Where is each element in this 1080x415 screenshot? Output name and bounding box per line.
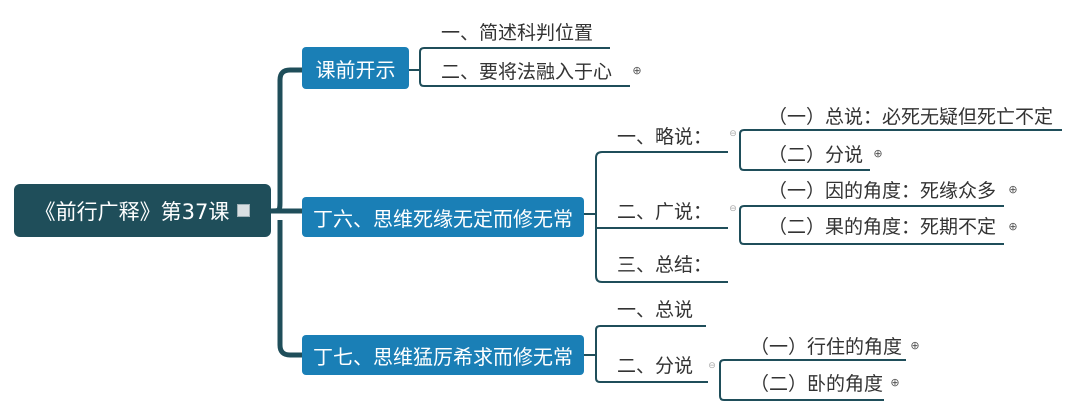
topic-general[interactable]: 一、总说 <box>617 299 694 321</box>
topic-general-statement[interactable]: （一）总说：必死无疑但死亡不定 <box>768 106 1054 128</box>
branch-label: 丁六、思维死缘无定而修无常 <box>313 206 573 231</box>
branch-pre-lecture[interactable]: 课前开示 <box>302 47 409 89</box>
topic-brief[interactable]: 一、略说： <box>617 126 713 148</box>
branch-ding-seven[interactable]: 丁七、思维猛厉希求而修无常 <box>302 335 584 375</box>
plus-circle-icon[interactable]: ⊕ <box>910 339 920 352</box>
branch-ding-six[interactable]: 丁六、思维死缘无定而修无常 <box>302 197 584 237</box>
plus-circle-icon[interactable]: ⊕ <box>873 147 883 160</box>
plus-circle-icon[interactable]: ⊕ <box>890 376 900 389</box>
root-label: 《前行广释》第37课 <box>34 199 230 224</box>
root-node[interactable]: 《前行广释》第37课 <box>14 184 271 237</box>
topic-cause-angle[interactable]: （一）因的角度：死缘众多 <box>768 180 997 202</box>
topic-separate-statement[interactable]: （二）分说 <box>768 144 864 166</box>
topic-separate[interactable]: 二、分说 <box>617 355 694 377</box>
branch-label: 丁七、思维猛厉希求而修无常 <box>313 344 573 369</box>
topic-integrate-dharma[interactable]: 二、要将法融入于心 <box>441 61 613 83</box>
note-icon[interactable] <box>237 204 251 217</box>
branch-label: 课前开示 <box>315 57 396 82</box>
plus-circle-icon[interactable]: ⊕ <box>1008 220 1018 233</box>
topic-summary[interactable]: 三、总结： <box>617 254 713 276</box>
plus-circle-icon[interactable]: ⊕ <box>1008 183 1018 196</box>
topic-effect-angle[interactable]: （二）果的角度：死期不定 <box>768 216 997 238</box>
topic-detailed[interactable]: 二、广说： <box>617 201 713 223</box>
topic-walking-sitting[interactable]: （一）行住的角度 <box>750 336 903 358</box>
topic-outline-position[interactable]: 一、简述科判位置 <box>441 22 594 44</box>
topic-lying[interactable]: （二）卧的角度 <box>750 373 884 395</box>
minus-circle-icon[interactable]: ⊖ <box>708 361 716 371</box>
minus-circle-icon[interactable]: ⊖ <box>729 204 737 214</box>
plus-circle-icon[interactable]: ⊕ <box>632 64 642 77</box>
minus-circle-icon[interactable]: ⊖ <box>729 129 737 139</box>
